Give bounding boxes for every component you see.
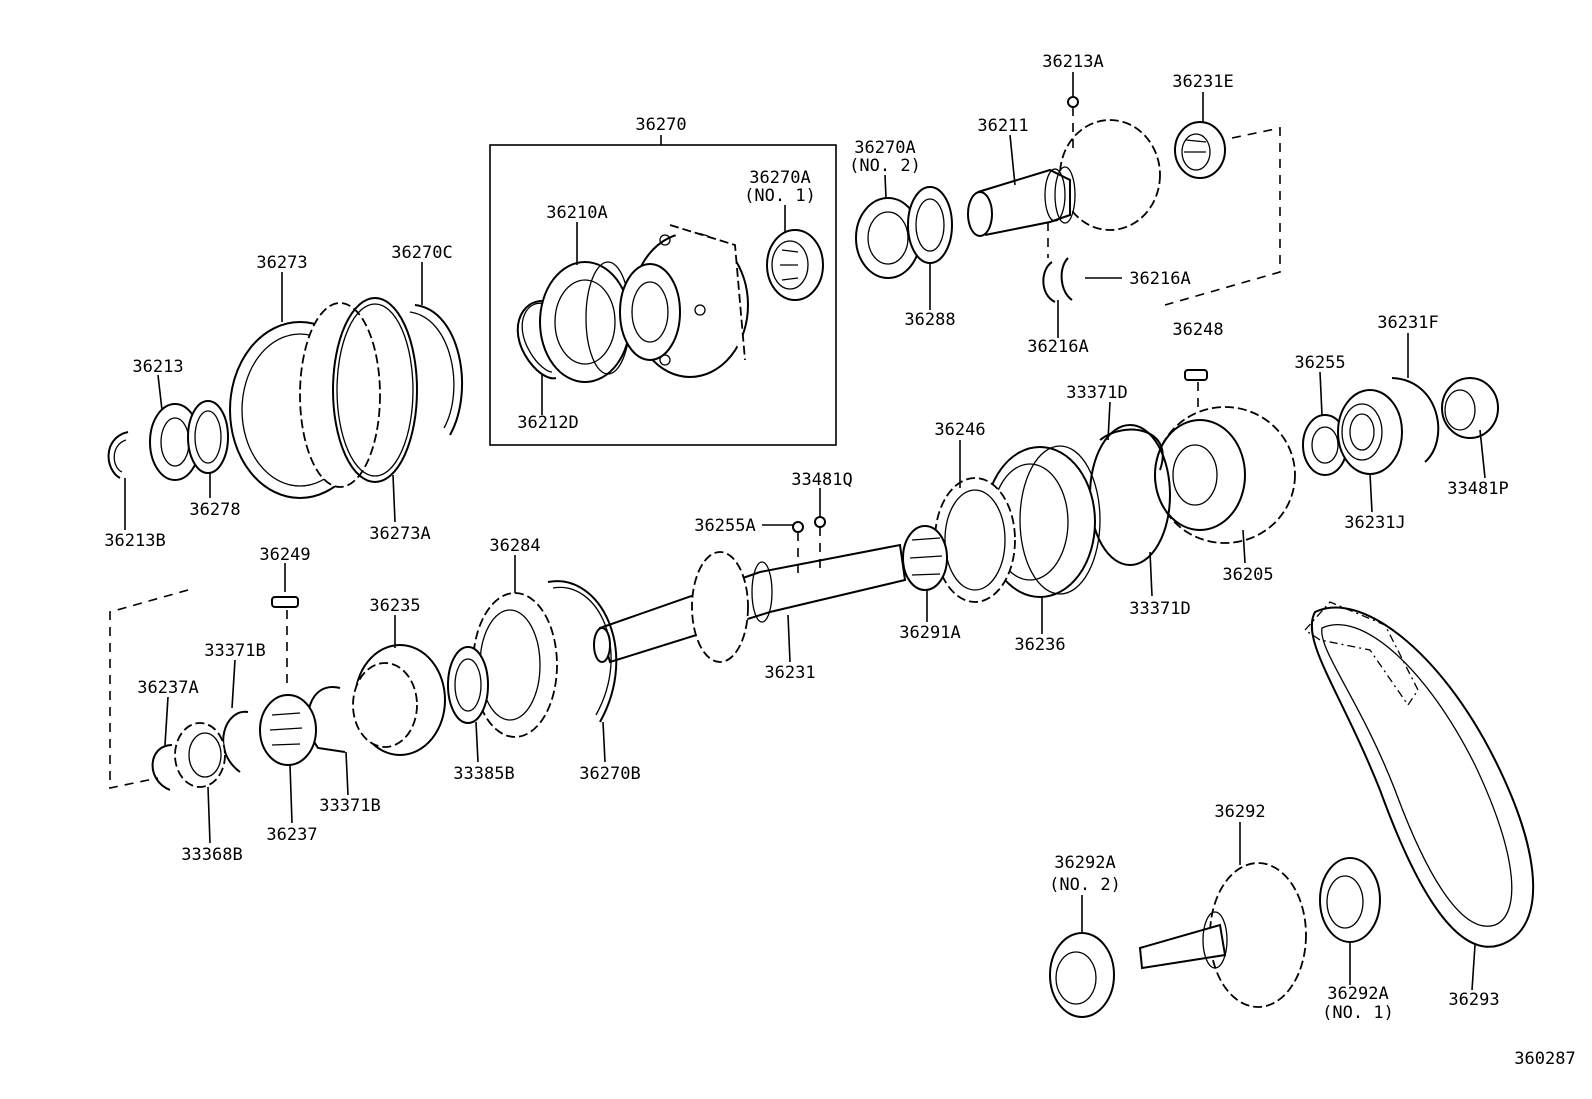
label-36255A: 36255A	[694, 516, 755, 536]
label-33371D-b: 33371D	[1129, 599, 1190, 619]
label-36270: 36270	[635, 115, 686, 135]
label-36270C: 36270C	[391, 243, 452, 263]
part-33368B-gear	[174, 722, 226, 788]
part-36213B-snap-ring	[107, 431, 129, 479]
part-36231E-bearing	[1174, 121, 1226, 179]
label-36248: 36248	[1172, 320, 1223, 340]
part-33371B-snap-ring-a	[222, 710, 249, 773]
part-36292A-no2-bearing	[1049, 932, 1115, 1018]
part-36211-shaft	[967, 119, 1161, 237]
leader-lines	[124, 72, 1486, 991]
part-labels: 36213A 36231E 36270 36211 36270A (NO. 2)…	[104, 52, 1575, 1069]
part-36231-main-shaft	[593, 543, 907, 664]
label-36273A: 36273A	[369, 524, 430, 544]
diagram-id-label: 360287	[1514, 1049, 1575, 1069]
part-36205-gear	[1154, 406, 1296, 544]
label-36270B: 36270B	[579, 764, 640, 784]
part-36292A-no1-bearing	[1319, 857, 1381, 943]
part-33481P-bushing	[1441, 377, 1499, 439]
part-36235-hub	[352, 644, 446, 756]
part-36292-gear	[1138, 862, 1307, 1008]
part-36231F-snap-ring	[1391, 377, 1440, 463]
part-36270A-no2-bearing	[855, 197, 921, 279]
label-36213B: 36213B	[104, 531, 165, 551]
label-36216A-a: 36216A	[1129, 269, 1190, 289]
label-36288: 36288	[904, 310, 955, 330]
label-36255: 36255	[1294, 353, 1345, 373]
label-36249: 36249	[259, 545, 310, 565]
part-36273A-snap-ring	[332, 297, 418, 483]
part-36249-key	[271, 596, 299, 690]
part-36237A-snap-ring	[151, 744, 173, 791]
label-36237A: 36237A	[137, 678, 198, 698]
label-33481P: 33481P	[1447, 479, 1508, 499]
label-36270A-no2: 36270A	[854, 138, 915, 158]
label-36270A-no2-note: (NO. 2)	[849, 156, 921, 176]
label-36291A: 36291A	[899, 623, 960, 643]
part-36216A-snap-rings	[1042, 222, 1073, 303]
label-33371B-a: 33371B	[204, 641, 265, 661]
label-36292: 36292	[1214, 802, 1265, 822]
part-33385B-washer	[447, 646, 489, 724]
label-36216A-b: 36216A	[1027, 337, 1088, 357]
dashed-assembly-line-right	[1164, 127, 1281, 306]
part-36270C-snap-ring	[409, 304, 463, 436]
label-36292A-no1-note: (NO. 1)	[1322, 1003, 1394, 1023]
part-36237-bearing	[259, 694, 317, 766]
label-36292A-no2: 36292A	[1054, 853, 1115, 873]
label-36292A-no1: 36292A	[1327, 984, 1388, 1004]
part-36231J-bearing	[1337, 389, 1403, 475]
label-36292A-no2-note: (NO. 2)	[1049, 875, 1121, 895]
label-36205: 36205	[1222, 565, 1273, 585]
label-36273: 36273	[256, 253, 307, 273]
part-36288-washer	[907, 186, 953, 264]
part-36278-washer	[187, 400, 229, 474]
label-36293: 36293	[1448, 990, 1499, 1010]
part-36270A-no1-bearing	[766, 229, 824, 301]
assembly-box-36270	[489, 135, 837, 446]
label-36278: 36278	[189, 500, 240, 520]
label-33368B: 33368B	[181, 845, 242, 865]
label-36236: 36236	[1014, 635, 1065, 655]
label-33371D-a: 33371D	[1066, 383, 1127, 403]
label-36231J: 36231J	[1344, 513, 1405, 533]
part-36246-gear-ring	[934, 477, 1016, 603]
label-33481Q: 33481Q	[791, 470, 852, 490]
part-36248-key	[1184, 369, 1208, 420]
part-36273-ring-gear	[229, 302, 381, 499]
label-36211: 36211	[977, 116, 1028, 136]
part-36270B-snap-ring	[547, 580, 618, 723]
label-36270A-no1-note: (NO. 1)	[744, 186, 816, 206]
part-36291A-bearing	[902, 525, 948, 591]
label-36212D: 36212D	[517, 413, 578, 433]
label-36210A: 36210A	[546, 203, 607, 223]
part-36212D-snap-ring	[516, 300, 557, 380]
part-36293-chain	[1304, 601, 1535, 948]
part-36210A-bearing	[539, 261, 631, 383]
label-36213: 36213	[132, 357, 183, 377]
dashed-assembly-line-left	[109, 589, 189, 789]
part-36255A-ball	[792, 521, 804, 575]
label-36235: 36235	[369, 596, 420, 616]
label-36231: 36231	[764, 663, 815, 683]
label-36270A-no1: 36270A	[749, 168, 810, 188]
label-36237: 36237	[266, 825, 317, 845]
label-36231E: 36231E	[1172, 72, 1233, 92]
label-36284: 36284	[489, 536, 540, 556]
label-36246: 36246	[934, 420, 985, 440]
part-planetary-carrier	[619, 224, 749, 378]
label-36213A: 36213A	[1042, 52, 1103, 72]
part-36213A-ball	[1067, 96, 1079, 108]
label-33371B-b: 33371B	[319, 796, 380, 816]
label-36231F: 36231F	[1377, 313, 1438, 333]
label-33385B: 33385B	[453, 764, 514, 784]
